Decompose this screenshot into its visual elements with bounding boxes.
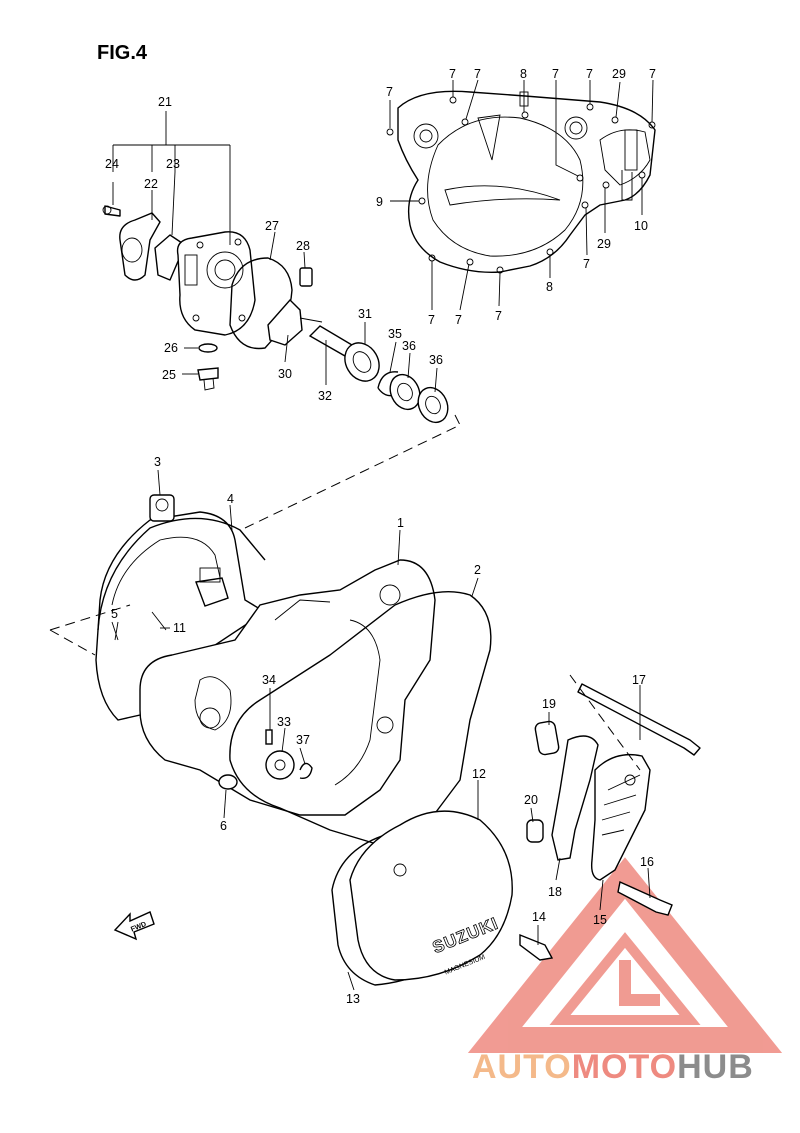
callout-1: 1 <box>397 516 404 530</box>
watermark-logo <box>467 857 783 1053</box>
callout-12: 12 <box>472 767 486 781</box>
water-pump-assembly <box>102 205 449 424</box>
callout-33: 33 <box>277 715 291 729</box>
callout-8-b: 8 <box>546 280 553 294</box>
callout-17: 17 <box>632 673 646 687</box>
callout-34: 34 <box>262 673 276 687</box>
callout-14: 14 <box>532 910 546 924</box>
callout-7-f: 7 <box>649 67 656 81</box>
callout-7-g: 7 <box>583 257 590 271</box>
callout-29-a: 29 <box>612 67 626 81</box>
callout-2: 2 <box>474 563 481 577</box>
callout-21: 21 <box>158 95 172 109</box>
callout-24: 24 <box>105 157 119 171</box>
callout-7-h: 7 <box>428 313 435 327</box>
callout-16: 16 <box>640 855 654 869</box>
callout-20: 20 <box>524 793 538 807</box>
watermark-part-auto: AUTO <box>472 1048 572 1086</box>
callout-22: 22 <box>144 177 158 191</box>
callout-7-d: 7 <box>552 67 559 81</box>
clutch-cover <box>386 90 656 274</box>
callout-26: 26 <box>164 341 178 355</box>
callout-18: 18 <box>548 885 562 899</box>
callout-13: 13 <box>346 992 360 1006</box>
watermark-part-hub: HUB <box>677 1048 754 1086</box>
figure-title: FIG.4 <box>97 42 148 64</box>
callout-4: 4 <box>227 492 234 506</box>
callout-15: 15 <box>593 913 607 927</box>
sprocket-cover-parts <box>526 683 701 916</box>
callout-7-c: 7 <box>474 67 481 81</box>
watermark-part-moto: MOTO <box>571 1048 678 1086</box>
callout-37: 37 <box>296 733 310 747</box>
callout-7-j: 7 <box>495 309 502 323</box>
callout-labels: 21 24 22 23 27 28 26 25 30 32 31 35 36 3… <box>105 67 656 1006</box>
callout-19: 19 <box>542 697 556 711</box>
callout-9: 9 <box>376 195 383 209</box>
callout-30: 30 <box>278 367 292 381</box>
callout-6: 6 <box>220 819 227 833</box>
crankcase-assembly <box>95 494 492 846</box>
callout-7-e: 7 <box>586 67 593 81</box>
callout-29-b: 29 <box>597 237 611 251</box>
ignition-cover: SUZUKI MAGNESIUM <box>331 810 554 986</box>
callout-36-b: 36 <box>429 353 443 367</box>
callout-28: 28 <box>296 239 310 253</box>
leader-lines <box>112 79 654 991</box>
callout-11: 11 <box>173 621 186 635</box>
callout-7-i: 7 <box>455 313 462 327</box>
callout-10: 10 <box>634 219 648 233</box>
callout-32: 32 <box>318 389 332 403</box>
callout-3: 3 <box>154 455 161 469</box>
callout-23: 23 <box>166 157 180 171</box>
callout-8-a: 8 <box>520 67 527 81</box>
callout-35: 35 <box>388 327 402 341</box>
fwd-direction-arrow: FWD <box>113 911 155 941</box>
callout-36-a: 36 <box>402 339 416 353</box>
callout-5: 5 <box>111 607 118 621</box>
callout-25: 25 <box>162 368 176 382</box>
callout-7-b: 7 <box>449 67 456 81</box>
callout-27: 27 <box>265 219 279 233</box>
dashed-alignment-lines <box>49 414 641 771</box>
callout-31: 31 <box>358 307 372 321</box>
watermark-text: AUTOMOTOHUB <box>472 1048 754 1087</box>
callout-7-a: 7 <box>386 85 393 99</box>
